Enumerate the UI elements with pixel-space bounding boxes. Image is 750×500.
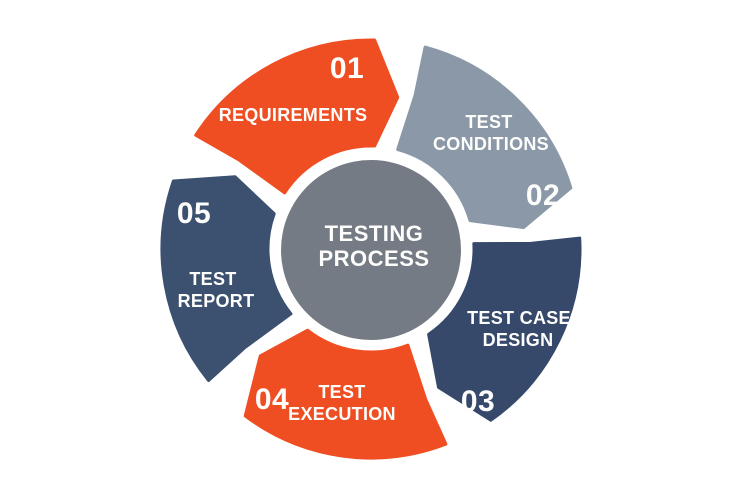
segment-test-execution-label-line-1: TEST [318, 382, 365, 402]
segment-test-case-design-label-line-1: TEST CASE [467, 308, 571, 328]
segment-test-conditions-label-line-1: TEST [465, 112, 512, 132]
segment-test-report-label-line-2: REPORT [178, 291, 255, 311]
segment-test-conditions-number: 02 [526, 179, 560, 212]
segment-requirements-shape [194, 38, 400, 195]
segment-test-report-label-line-1: TEST [189, 269, 236, 289]
segment-test-execution-number: 04 [255, 383, 289, 416]
segment-test-report-number: 05 [177, 197, 211, 230]
segment-test-execution-label-line-2: EXECUTION [288, 404, 396, 424]
segment-requirements-number: 01 [330, 52, 364, 85]
center-title-line-1: TESTING [325, 221, 424, 246]
segment-test-case-design-shape [427, 236, 582, 422]
segment-test-conditions-shape [396, 45, 573, 230]
segment-test-report-shape [160, 175, 293, 383]
segment-test-case-design-number: 03 [461, 385, 495, 418]
center-circle [281, 160, 461, 340]
segment-requirements-label-line-1: REQUIREMENTS [219, 105, 368, 125]
segment-test-case-design-label-line-2: DESIGN [483, 330, 554, 350]
segment-test-conditions-label-line-2: CONDITIONS [433, 134, 549, 154]
center-title-line-2: PROCESS [318, 246, 429, 271]
segment-test-execution-shape [243, 328, 448, 460]
